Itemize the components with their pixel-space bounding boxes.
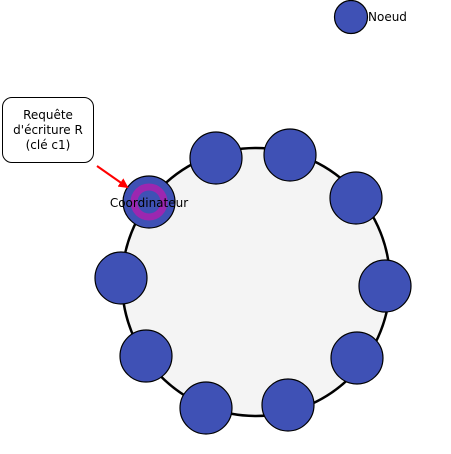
legend-label: Noeud	[368, 10, 407, 24]
legend-node-icon	[333, 0, 369, 35]
coordinator-node	[122, 175, 176, 229]
node	[330, 331, 384, 385]
node	[261, 378, 315, 432]
request-line-2: d'écriture R	[13, 122, 83, 137]
node	[263, 128, 317, 182]
write-request-box: Requête d'écriture R (clé c1)	[2, 97, 94, 163]
node	[358, 259, 412, 313]
node	[94, 251, 148, 305]
node	[189, 131, 243, 185]
coordinator-label: Coordinateur	[110, 196, 188, 210]
request-arrow	[96, 165, 129, 189]
node	[329, 171, 383, 225]
node	[179, 381, 233, 435]
request-line-3: (clé c1)	[25, 137, 71, 152]
node	[119, 329, 173, 383]
ring-nodes	[94, 128, 412, 435]
request-line-1: Requête	[23, 107, 73, 122]
